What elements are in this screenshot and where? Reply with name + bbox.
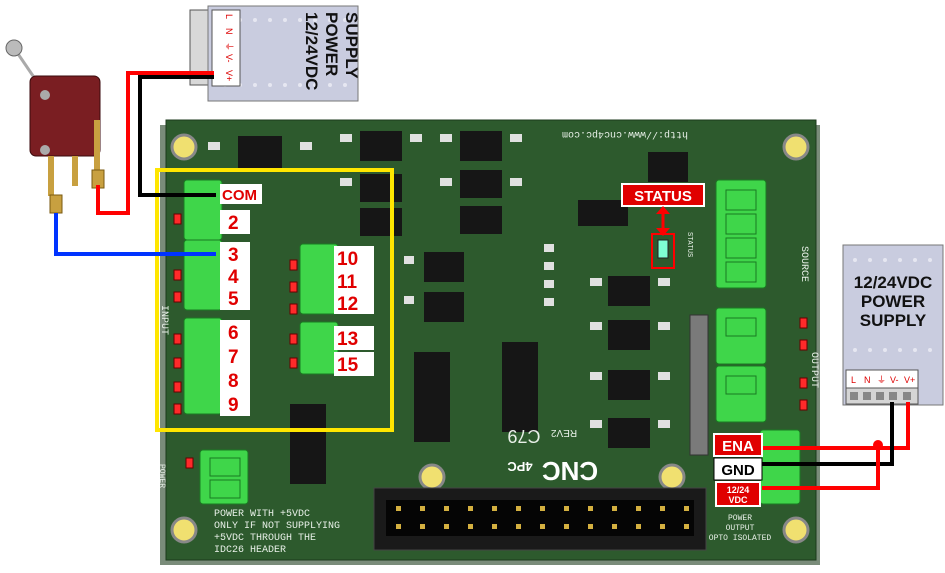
power-note-line4: IDC26 HEADER xyxy=(214,545,286,556)
silk-power-label: POWER xyxy=(157,464,166,488)
wiring xyxy=(54,71,910,490)
power-supply-right: 12/24VDC POWER SUPPLY L N ⏚ V- V+ xyxy=(842,244,944,406)
pin-2: 2 xyxy=(228,213,239,234)
pcb-board: http://www.cnc4pc.com xyxy=(157,119,820,565)
wire-red-ena xyxy=(762,402,910,450)
power-note-line2: ONLY IF NOT SUPPLYING xyxy=(214,521,340,532)
input-pin-labels: COM 2 3 4 5 6 7 8 9 xyxy=(220,184,262,416)
terminal-input-b xyxy=(183,239,223,311)
psu-top-terminal-vminus: V- xyxy=(224,54,234,63)
power-supply-top: L N ⏚ V- V+ 12/24VDC POWER SUPPLY xyxy=(189,5,361,102)
power-note-line3: +5VDC THROUGH THE xyxy=(214,533,316,544)
pin-15: 15 xyxy=(337,355,359,376)
psu-top-title-line3: SUPPLY xyxy=(342,12,361,79)
pin-12: 12 xyxy=(337,294,358,315)
psu-right-terminal-vminus: V- xyxy=(890,375,899,385)
label-vdc-line2: VDC xyxy=(728,495,748,505)
psu-right-title-line2: POWER xyxy=(861,292,925,311)
silk-status-label: STATUS xyxy=(685,232,693,257)
board-model: C79 xyxy=(507,426,540,446)
pin-9: 9 xyxy=(228,395,239,416)
label-ena: ENA xyxy=(722,438,754,455)
power-output-labels: ENA GND 12/24 VDC xyxy=(713,433,763,507)
wire-blue-input3 xyxy=(54,213,216,256)
board-url: http://www.cnc4pc.com xyxy=(562,128,688,140)
brand-4pc: 4PC xyxy=(507,459,533,474)
psu-right-title-line1: 12/24VDC xyxy=(854,273,932,292)
pin-4: 4 xyxy=(228,267,239,288)
terminal-input-a xyxy=(183,179,223,241)
psu-top-title-line1: 12/24VDC xyxy=(302,12,321,90)
power-output-line3: OPTO ISOLATED xyxy=(709,534,772,543)
input-pin-labels-mid: 10 11 12 13 15 xyxy=(334,246,374,376)
power-output-line1: POWER xyxy=(728,514,752,523)
psu-right-terminal-ground: ⏚ xyxy=(877,375,886,385)
power-output-line2: OUTPUT xyxy=(726,524,755,533)
pin-6: 6 xyxy=(228,323,239,344)
psu-right-terminal-n: N xyxy=(864,375,871,385)
status-led xyxy=(657,239,669,259)
pin-13: 13 xyxy=(337,329,358,350)
silk-input-label: INPUT xyxy=(158,305,169,335)
pin-3: 3 xyxy=(228,245,239,266)
terminal-input-d xyxy=(299,243,339,315)
label-gnd: GND xyxy=(721,462,755,479)
pin-10: 10 xyxy=(337,249,358,270)
silk-output-label: OUTPUT xyxy=(808,352,819,388)
pin-11: 11 xyxy=(337,272,358,293)
psu-right-terminal-l: L xyxy=(851,375,856,385)
wire-red-switch xyxy=(96,71,214,215)
psu-right-terminal-vplus: V+ xyxy=(904,375,915,385)
input-highlight-box xyxy=(155,168,394,432)
limit-switch xyxy=(5,39,105,214)
pin-7: 7 xyxy=(228,347,239,368)
terminal-power-output xyxy=(759,429,801,505)
psu-top-title-line2: POWER xyxy=(322,12,341,76)
wire-black-gnd xyxy=(762,402,894,466)
silk-source-label: SOURCE xyxy=(798,246,809,282)
terminal-input-e xyxy=(299,321,339,375)
psu-top-terminal-vplus: V+ xyxy=(224,70,234,81)
psu-top-terminal-l: L xyxy=(224,14,234,19)
wire-red-vdc xyxy=(762,445,880,490)
status-label: STATUS xyxy=(634,188,692,205)
psu-top-terminal-n: N xyxy=(224,28,234,35)
terminal-input-c xyxy=(183,317,223,415)
brand-cnc: CNC xyxy=(542,456,599,486)
wire-black-com xyxy=(138,75,216,197)
psu-right-title-line3: SUPPLY xyxy=(860,311,927,330)
status-callout: STATUS xyxy=(621,183,705,236)
pin-5: 5 xyxy=(228,289,239,310)
label-vdc-line1: 12/24 xyxy=(727,485,750,495)
board-revision: REV2 xyxy=(551,427,578,438)
terminal-power xyxy=(199,449,249,505)
psu-top-terminal-ground: ⏚ xyxy=(224,42,234,51)
pin-8: 8 xyxy=(228,371,239,392)
pin-com: COM xyxy=(222,187,257,204)
power-note-line1: POWER WITH +5VDC xyxy=(214,509,310,520)
wire-junction xyxy=(873,440,883,450)
